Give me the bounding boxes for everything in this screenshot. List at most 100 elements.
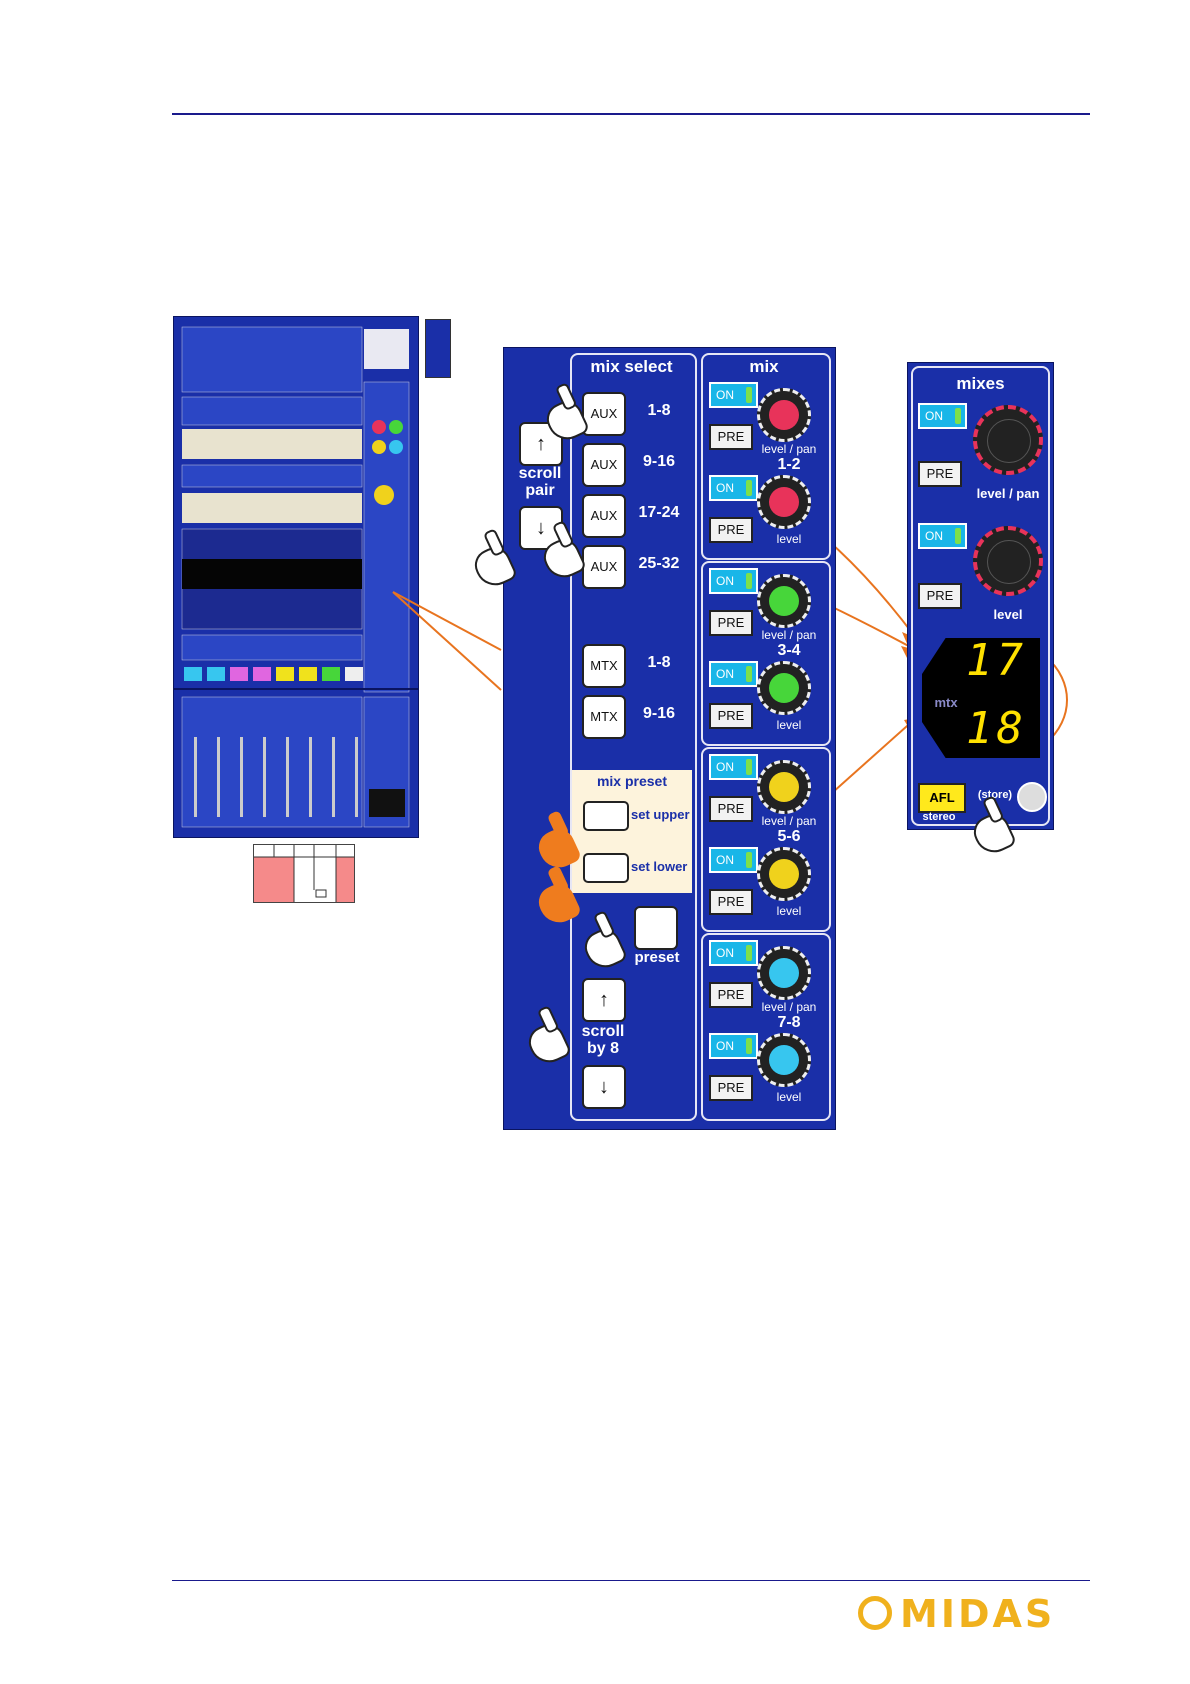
preset-label: preset <box>634 949 680 966</box>
led-indicator <box>955 528 961 544</box>
scroll-by8-down-button[interactable]: ↓ <box>582 1065 626 1109</box>
led-indicator <box>746 387 752 403</box>
mix-8-pre-button[interactable]: PRE <box>709 1075 753 1101</box>
mixes-level-knob[interactable] <box>973 526 1043 596</box>
mix-3-on-button[interactable]: ON <box>709 568 758 594</box>
mix-2-pre-button[interactable]: PRE <box>709 517 753 543</box>
mix-7-on-button[interactable]: ON <box>709 940 758 966</box>
mix-2-level-knob[interactable] <box>757 475 811 529</box>
level-pan-label: level / pan <box>761 1000 817 1014</box>
midas-logo: MIDAS <box>900 1592 1056 1636</box>
mixes-panel: mixes ON PRE level / pan ON PRE level 17… <box>907 362 1054 830</box>
mtx-1-8-range: 1-8 <box>647 654 671 671</box>
console-overview-graphic <box>174 326 418 828</box>
mixes-level-label: level <box>993 607 1023 622</box>
mix-5-on-button[interactable]: ON <box>709 754 758 780</box>
scroll-pair-label-1: scroll <box>518 465 562 482</box>
pair-5-6-label: 5-6 <box>777 828 801 845</box>
level-label: level <box>776 532 802 546</box>
level-label: level <box>776 1090 802 1104</box>
mixes-level-pan-knob[interactable] <box>973 405 1043 475</box>
aux-1-8-range: 1-8 <box>647 402 671 419</box>
console-mini-panel <box>425 319 451 378</box>
store-button[interactable] <box>1017 782 1047 812</box>
on-label: ON <box>716 1039 734 1053</box>
mixes-lower-pre-button[interactable]: PRE <box>918 583 962 609</box>
on-label: ON <box>716 388 734 402</box>
aux-1-8-button[interactable]: AUX <box>582 392 626 436</box>
knob-cap-1-2b <box>769 487 799 517</box>
aux-17-24-range: 17-24 <box>638 504 680 521</box>
scroll-by8-label-1: scroll <box>581 1023 625 1040</box>
mtx-9-16-button[interactable]: MTX <box>582 695 626 739</box>
aux-9-16-range: 9-16 <box>642 453 676 470</box>
set-upper-button[interactable] <box>583 801 629 831</box>
knob-cap-1-2a <box>769 400 799 430</box>
level-pan-label: level / pan <box>761 628 817 642</box>
mtx-9-16-range: 9-16 <box>642 705 676 722</box>
preset-button[interactable] <box>634 906 678 950</box>
arrow-down-icon: ↓ <box>599 1076 609 1098</box>
afl-button[interactable]: AFL <box>918 783 966 813</box>
knob-cap-3-4b <box>769 673 799 703</box>
aux-9-16-button[interactable]: AUX <box>582 443 626 487</box>
mix-section-1-2 <box>701 353 831 560</box>
level-pan-label: level / pan <box>761 442 817 456</box>
scroll-by8-up-button[interactable]: ↑ <box>582 978 626 1022</box>
set-upper-label: set upper <box>631 807 690 822</box>
knob-cap-5-6b <box>769 859 799 889</box>
mix-3-pre-button[interactable]: PRE <box>709 610 753 636</box>
led-indicator <box>746 852 752 868</box>
knob-cap-7-8b <box>769 1045 799 1075</box>
scroll-pair-label-2: pair <box>525 482 555 499</box>
mixes-title: mixes <box>956 374 1005 393</box>
led-indicator <box>746 945 752 961</box>
mix-section-7-8 <box>701 933 831 1121</box>
mix-8-on-button[interactable]: ON <box>709 1033 758 1059</box>
display-mtx-label: mtx <box>934 695 958 710</box>
mix-number-display <box>922 638 1040 758</box>
on-label: ON <box>716 667 734 681</box>
pair-1-2-label: 1-2 <box>777 456 801 473</box>
mixes-upper-pre-button[interactable]: PRE <box>918 461 962 487</box>
mix-5-level-pan-knob[interactable] <box>757 760 811 814</box>
aux-17-24-button[interactable]: AUX <box>582 494 626 538</box>
knob-cap-7-8a <box>769 958 799 988</box>
display-upper-digits: 17 <box>966 635 1027 686</box>
mix-6-pre-button[interactable]: PRE <box>709 889 753 915</box>
arrow-up-icon: ↑ <box>536 433 546 455</box>
mix-7-level-pan-knob[interactable] <box>757 946 811 1000</box>
mix-4-pre-button[interactable]: PRE <box>709 703 753 729</box>
level-pan-label: level / pan <box>761 814 817 828</box>
mix-select-section <box>570 353 697 1121</box>
mixes-lower-on-button[interactable]: ON <box>918 523 967 549</box>
level-label: level <box>776 718 802 732</box>
mix-6-level-knob[interactable] <box>757 847 811 901</box>
header-rule <box>172 113 1090 115</box>
mix-section-3-4 <box>701 561 831 746</box>
mix-8-level-knob[interactable] <box>757 1033 811 1087</box>
mix-4-on-button[interactable]: ON <box>709 661 758 687</box>
mix-7-pre-button[interactable]: PRE <box>709 982 753 1008</box>
mix-3-level-pan-knob[interactable] <box>757 574 811 628</box>
on-label: ON <box>925 409 943 423</box>
mix-5-pre-button[interactable]: PRE <box>709 796 753 822</box>
aux-25-32-button[interactable]: AUX <box>582 545 626 589</box>
mtx-1-8-button[interactable]: MTX <box>582 644 626 688</box>
mix-1-on-button[interactable]: ON <box>709 382 758 408</box>
mixes-upper-on-button[interactable]: ON <box>918 403 967 429</box>
on-label: ON <box>716 853 734 867</box>
on-label: ON <box>716 760 734 774</box>
mix-4-level-knob[interactable] <box>757 661 811 715</box>
display-lower-digits: 18 <box>966 703 1027 754</box>
knob-cap-3-4a <box>769 586 799 616</box>
set-lower-button[interactable] <box>583 853 629 883</box>
midas-logo-icon <box>858 1596 892 1630</box>
mix-2-on-button[interactable]: ON <box>709 475 758 501</box>
mix-6-on-button[interactable]: ON <box>709 847 758 873</box>
arrow-up-icon: ↑ <box>599 989 609 1011</box>
level-label: level <box>776 904 802 918</box>
mix-1-level-pan-knob[interactable] <box>757 388 811 442</box>
mix-1-pre-button[interactable]: PRE <box>709 424 753 450</box>
mix-select-panel: mix select ↑ scroll pair ↓ AUX 1-8 AUX 9… <box>503 347 836 1130</box>
